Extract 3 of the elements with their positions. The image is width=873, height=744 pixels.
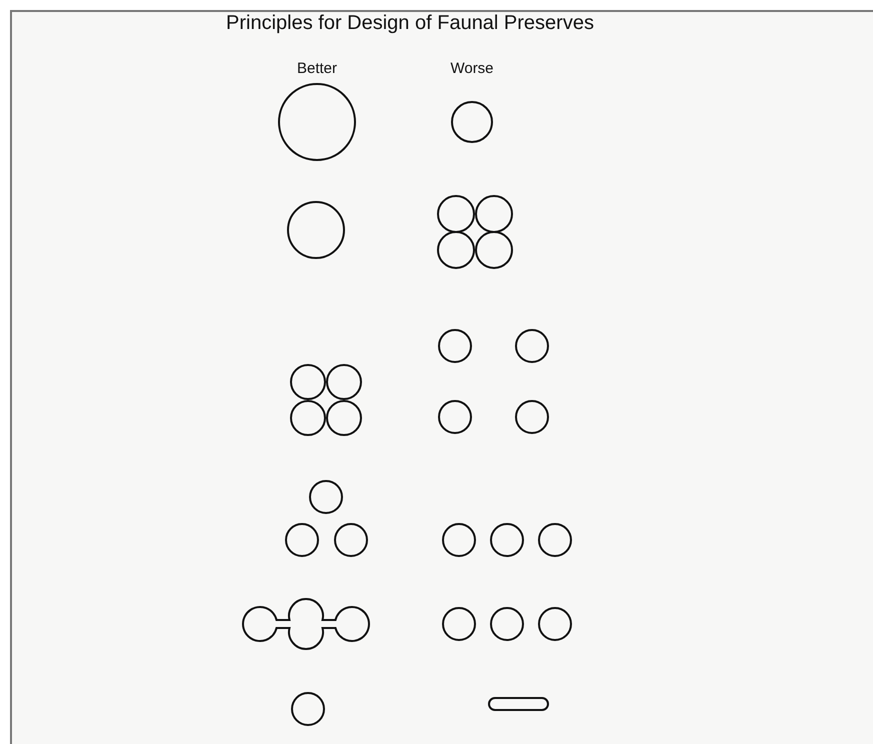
column-heading: Better: [296, 60, 338, 77]
column-heading: Worse: [450, 60, 494, 77]
diagram-title: Principles for Design of Faunal Preserves: [226, 12, 594, 35]
